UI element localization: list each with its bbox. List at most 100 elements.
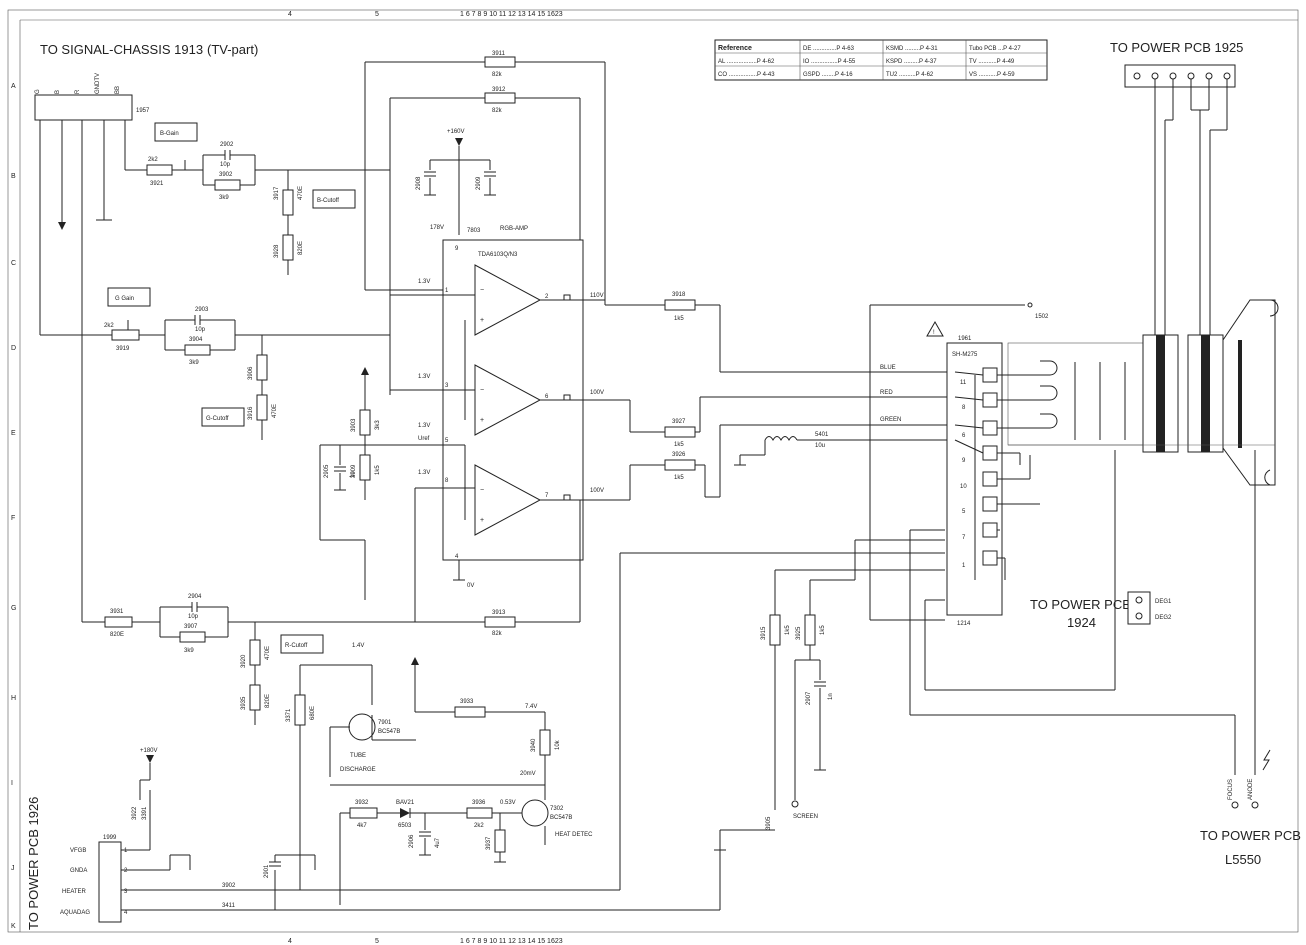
resistor-3936 [466,807,493,819]
resistor-3928 [282,234,294,261]
svg-text:3935: 3935 [241,696,247,710]
ic-voltage: 1.3V [418,374,430,380]
ic-pin: 7 [545,493,549,499]
b-gain-label-box [154,122,198,142]
resistor-3904 [184,344,211,356]
svg-text:3k9: 3k9 [184,648,194,654]
svg-text:BC547B: BC547B [378,729,400,735]
svg-text:20mV: 20mV [520,771,536,777]
svg-text:1999: 1999 [103,835,117,841]
svg-text:SH-M275: SH-M275 [952,352,978,358]
g-gain-label: G Gain [115,296,134,302]
tube-discharge-label-a: TUBE [350,753,366,759]
diode-bav21 [400,808,410,818]
socket-pin: 5 [962,509,966,515]
resistor-3902 [214,179,241,191]
connector-1999: 1999 VFGB GNDA HEATER AQUADAG 1 2 3 4 [60,790,720,923]
signal-blue-label: BLUE [880,365,896,371]
svg-text:3391: 3391 [142,806,148,820]
ic-voltage: 1.3V [418,423,430,429]
reference-cell: CO .................P 4-43 [718,72,775,78]
svg-text:DEG2: DEG2 [1155,615,1172,621]
ic-voltage: 110V [590,293,604,299]
resistor-3909 [359,454,371,481]
svg-text:3915: 3915 [761,626,767,640]
row-marker: A [11,83,16,90]
r-cutoff-label: R-Cutoff [285,643,308,649]
heading-tv-part: (TV-part) [207,42,258,57]
connector-pin-label: B [55,90,61,94]
col-marker: 1 6 7 8 9 10 11 12 13 14 15 1623 [460,11,563,18]
svg-text:3912: 3912 [492,87,506,93]
svg-text:−: − [480,487,484,494]
ic-voltage: 100V [590,488,604,494]
reference-cell: KSMD .........P 4-31 [886,46,938,52]
svg-text:3k3: 3k3 [375,420,381,430]
svg-text:0.53V: 0.53V [500,800,516,806]
svg-text:1214: 1214 [957,621,971,627]
signal-red-label: RED [880,390,893,396]
reference-table: Reference DE ..............P 4-63 KSMD .… [714,39,1048,81]
row-marker: K [11,923,16,930]
heading-power-1925: TO POWER PCB 1925 [1110,40,1243,55]
resistor-3371 [294,694,306,726]
ic-voltage: 1.3V [418,279,430,285]
svg-text:470E: 470E [272,404,278,418]
svg-text:BAV21: BAV21 [396,800,415,806]
reference-title: Reference [718,45,752,52]
svg-text:3905: 3905 [766,816,772,830]
reference-cell: Tubo PCB ...P 4-27 [969,46,1021,52]
connector-pin-label: GNDA [70,868,87,874]
heat-detect-label: HEAT DETEC [555,832,593,838]
transistor-7302 [521,799,549,827]
connector-pin-label: HEATER [62,889,87,895]
svg-text:10k: 10k [555,739,561,750]
r-network: 3931 820E 2904 10p 3907 3k9 3913 82k 392… [82,488,581,725]
svg-text:3920: 3920 [241,654,247,668]
svg-text:6503: 6503 [398,823,412,829]
b-gain-label: B-Gain [160,131,179,137]
svg-text:1k5: 1k5 [820,625,826,635]
resistor-3933 [454,706,486,718]
resistor-3906 [256,354,268,381]
ic-voltage: Uref [418,436,430,442]
svg-text:+: + [480,517,484,524]
svg-text:82k: 82k [492,108,503,114]
row-marker: E [11,430,16,437]
ic-part: TDA6103Q/N3 [478,252,518,258]
socket-pin: 9 [962,458,966,464]
reference-cell: DE ..............P 4-63 [803,46,855,52]
socket-pin: 7 [962,535,966,541]
inductor-5401 [764,436,798,442]
resistor-3917 [282,189,294,216]
ic-voltage: 100V [590,390,604,396]
connector-deg: DEG1 DEG2 [1127,591,1172,625]
row-marker: C [11,260,16,267]
col-marker: 1 6 7 8 9 10 11 12 13 14 15 1623 [460,938,563,945]
resistor-3935 [249,684,261,711]
svg-text:1.4V: 1.4V [352,643,364,649]
svg-text:BC547B: BC547B [550,815,572,821]
svg-text:2901: 2901 [264,864,270,878]
ic-ref: 7803 [467,228,481,234]
svg-text:3927: 3927 [672,419,686,425]
warning-triangle-icon [926,320,944,337]
svg-text:3909: 3909 [351,464,357,478]
svg-text:2906: 2906 [409,834,415,848]
svg-text:3902: 3902 [219,172,233,178]
col-marker: 5 [375,938,379,945]
svg-text:1n: 1n [828,693,834,700]
row-marker: H [11,695,16,702]
svg-text:7901: 7901 [378,720,392,726]
heading-power-1924-a: TO POWER PCB [1030,597,1131,612]
heading-power-l5550-b: L5550 [1225,852,1261,867]
svg-text:3913: 3913 [492,610,506,616]
reference-cell: KSPD .........P 4-37 [886,59,937,65]
crt-neck-outline [1007,342,1149,446]
reference-cell: AL ..................P 4-62 [718,59,775,65]
svg-text:3919: 3919 [116,346,130,352]
svg-text:82k: 82k [492,631,503,637]
svg-text:820E: 820E [265,694,271,708]
svg-text:3936: 3936 [472,800,486,806]
